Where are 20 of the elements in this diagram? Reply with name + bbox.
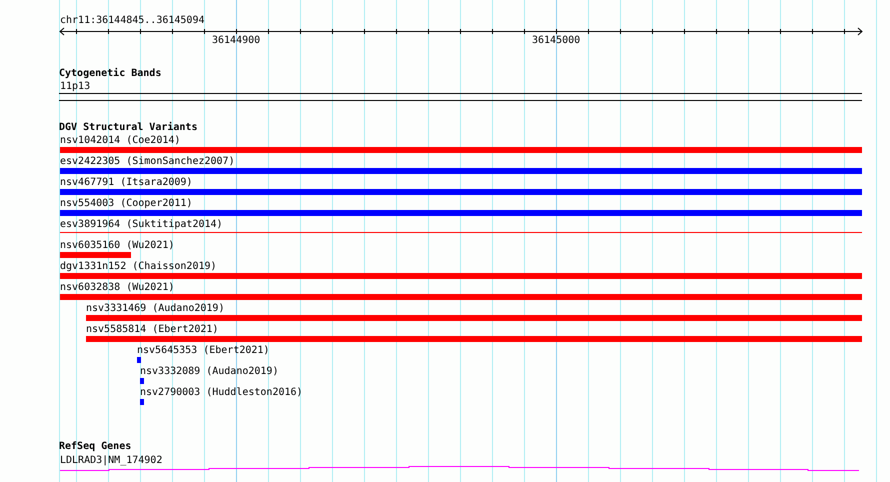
variant-label: nsv3331469 (Audano2019) xyxy=(86,303,224,314)
track-heading: DGV Structural Variants xyxy=(59,122,198,133)
variant-label: esv3891964 (Suktitipat2014) xyxy=(60,219,223,230)
region-label: chr11:36144845..36145094 xyxy=(60,15,204,26)
variant-label: nsv6035160 (Wu2021) xyxy=(60,240,174,251)
track-heading: Cytogenetic Bands xyxy=(59,68,162,79)
variant-label: nsv5585814 (Ebert2021) xyxy=(86,324,218,335)
variant-label: nsv2790003 (Huddleston2016) xyxy=(140,387,303,398)
variant-label: esv2422305 (SimonSanchez2007) xyxy=(60,156,235,167)
variant-label: nsv6032838 (Wu2021) xyxy=(60,282,174,293)
variant-label: nsv1042014 (Coe2014) xyxy=(60,135,180,146)
variant-label: nsv5645353 (Ebert2021) xyxy=(137,345,270,356)
variant-label: nsv3332089 (Audano2019) xyxy=(140,366,278,377)
position-label: 36145000 xyxy=(532,35,580,46)
position-label: 36144900 xyxy=(212,35,260,46)
variant-label: nsv467791 (Itsara2009) xyxy=(60,177,192,188)
band-label: 11p13 xyxy=(60,81,90,92)
variant-label: dgv1331n152 (Chaisson2019) xyxy=(60,261,217,272)
variant-label: nsv554003 (Cooper2011) xyxy=(60,198,192,209)
gene-label: LDLRAD3|NM_174902 xyxy=(60,455,162,466)
